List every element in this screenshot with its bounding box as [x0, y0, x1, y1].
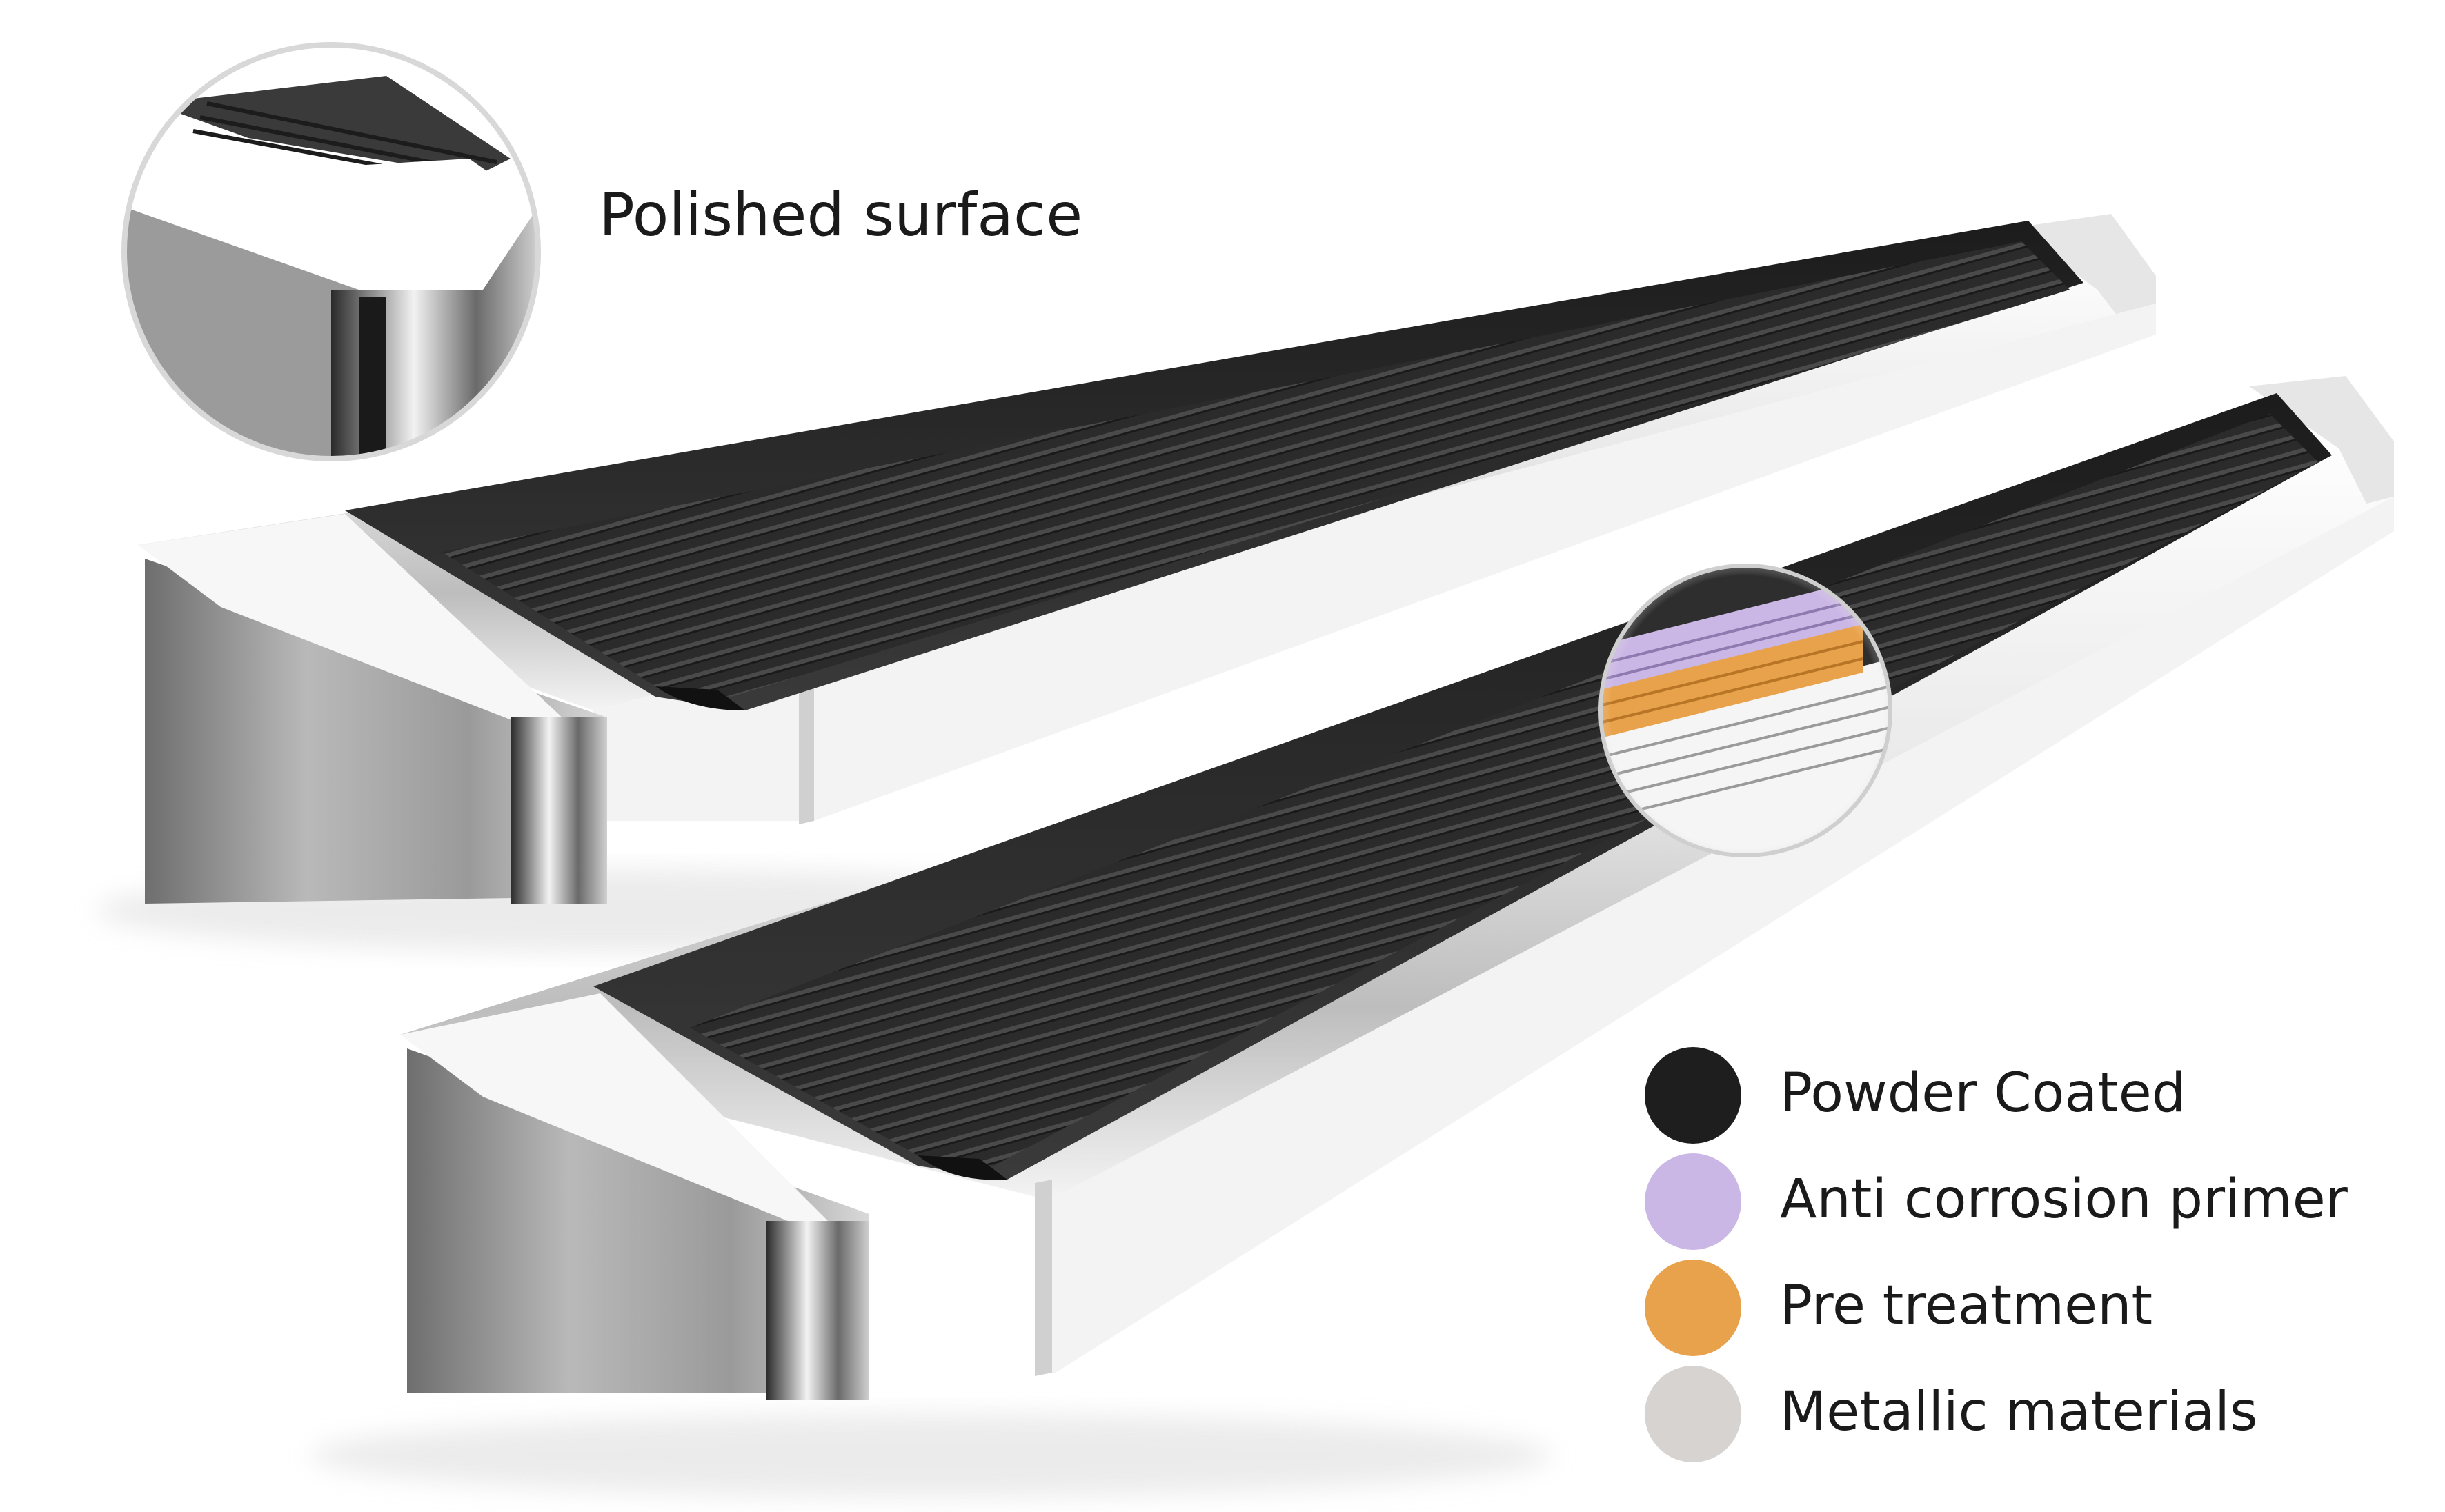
- pre-treatment-swatch-icon: [1645, 1260, 1741, 1356]
- legend-label: Pre treatment: [1780, 1275, 2153, 1337]
- legend-label: Anti corrosion primer: [1780, 1168, 2348, 1231]
- anti-corrosion-primer-swatch-icon: [1645, 1153, 1741, 1250]
- legend-item-anti-corrosion-primer: Anti corrosion primer: [1645, 1153, 2417, 1250]
- legend-label: Powder Coated: [1780, 1062, 2186, 1124]
- legend-item-powder-coated: Powder Coated: [1645, 1047, 2417, 1144]
- polished-surface-label: Polished surface: [599, 181, 1083, 250]
- powder-coated-swatch-icon: [1645, 1047, 1741, 1144]
- legend-item-pre-treatment: Pre treatment: [1645, 1260, 2417, 1356]
- legend-item-metallic-materials: Metallic materials: [1645, 1366, 2417, 1462]
- legend-label: Metallic materials: [1780, 1381, 2258, 1443]
- metallic-materials-swatch-icon: [1645, 1366, 1741, 1462]
